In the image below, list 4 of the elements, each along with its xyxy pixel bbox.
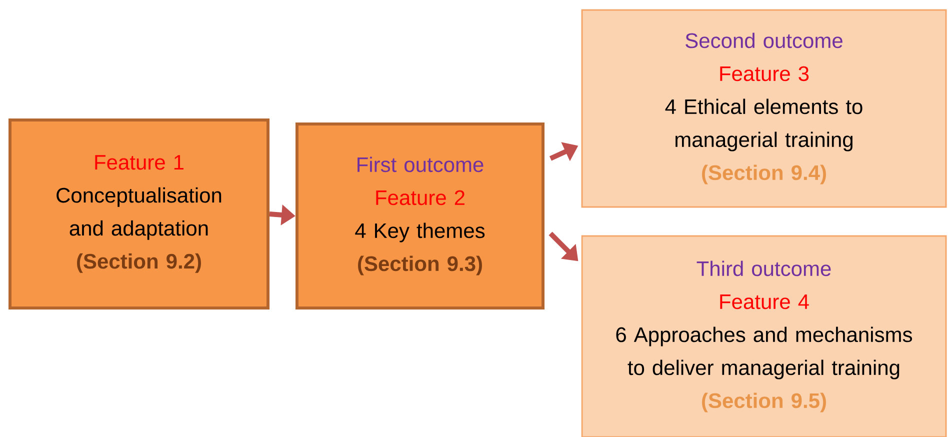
outcome-box: First outcome Feature 2 4 Key themes (Section 9.3)	[296, 122, 544, 310]
outcome-box: Feature 1 Conceptualisation and adaptation (Section 9.2)	[8, 118, 270, 310]
outcome-box: Second outcome Feature 3 4 Ethical elements to managerial training (Section 9.4)	[581, 9, 947, 208]
outcome-box: Third outcome Feature 4 6 Approaches and mechanisms to deliver managerial training (Section 9.5)	[581, 235, 947, 437]
